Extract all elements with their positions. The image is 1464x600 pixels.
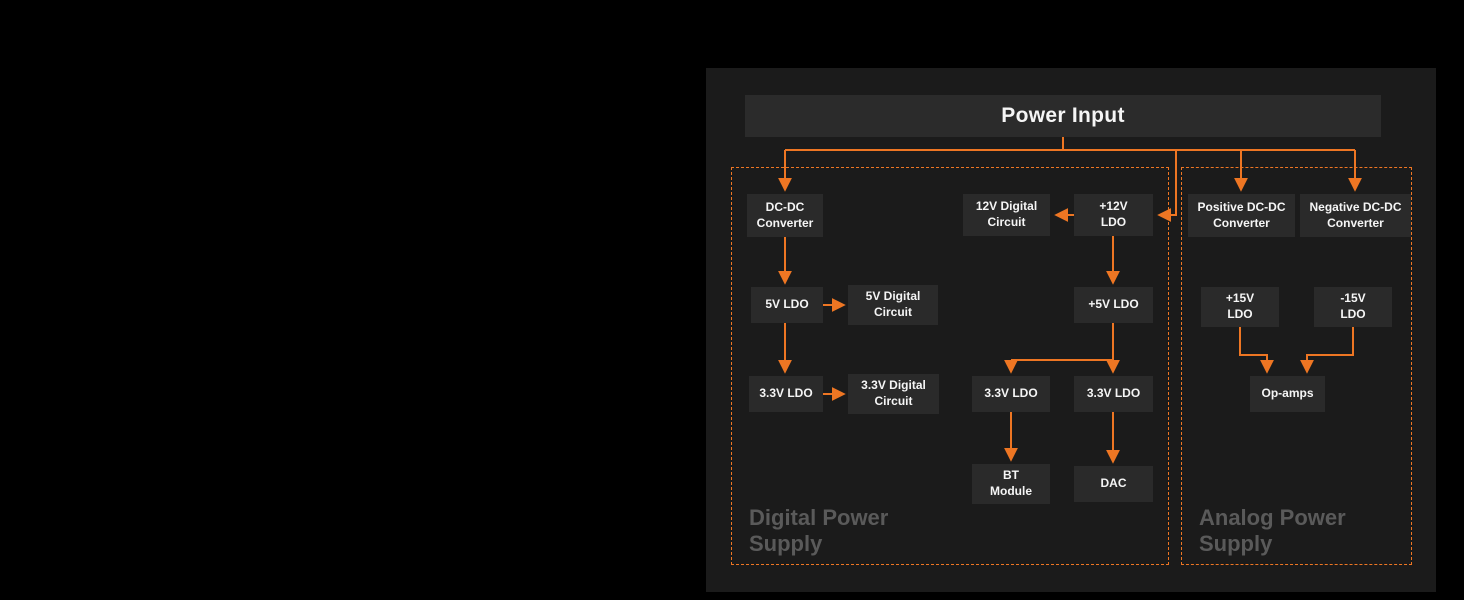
node-negative-dc-dc-converter: Negative DC-DC Converter	[1300, 194, 1411, 237]
node-positive-dc-dc-converter: Positive DC-DC Converter	[1188, 194, 1295, 237]
analog-power-group: Analog Power Supply	[1181, 167, 1412, 565]
node-5v-ldo: 5V LDO	[751, 287, 823, 323]
node-3v3-ldo-digital: 3.3V LDO	[749, 376, 823, 412]
node-12v-ldo: +12V LDO	[1074, 194, 1153, 236]
node-plus5v-ldo: +5V LDO	[1074, 287, 1153, 323]
node-3v3-ldo-bt: 3.3V LDO	[972, 376, 1050, 412]
node-5v-digital-circuit: 5V Digital Circuit	[848, 285, 938, 325]
digital-power-group: Digital Power Supply	[731, 167, 1169, 565]
digital-group-label: Digital Power Supply	[749, 505, 889, 556]
analog-group-label: Analog Power Supply	[1199, 505, 1346, 556]
node-minus15v-ldo: -15V LDO	[1314, 287, 1392, 327]
node-plus15v-ldo: +15V LDO	[1201, 287, 1279, 327]
node-3v3-digital-circuit: 3.3V Digital Circuit	[848, 374, 939, 414]
node-dac: DAC	[1074, 466, 1153, 502]
node-bt-module: BT Module	[972, 464, 1050, 504]
node-dc-dc-converter: DC-DC Converter	[747, 194, 823, 237]
node-12v-digital-circuit: 12V Digital Circuit	[963, 194, 1050, 236]
power-input-label: Power Input	[1001, 104, 1125, 127]
node-op-amps: Op-amps	[1250, 376, 1325, 412]
node-3v3-ldo-dac: 3.3V LDO	[1074, 376, 1153, 412]
power-input-block: Power Input	[745, 95, 1381, 137]
